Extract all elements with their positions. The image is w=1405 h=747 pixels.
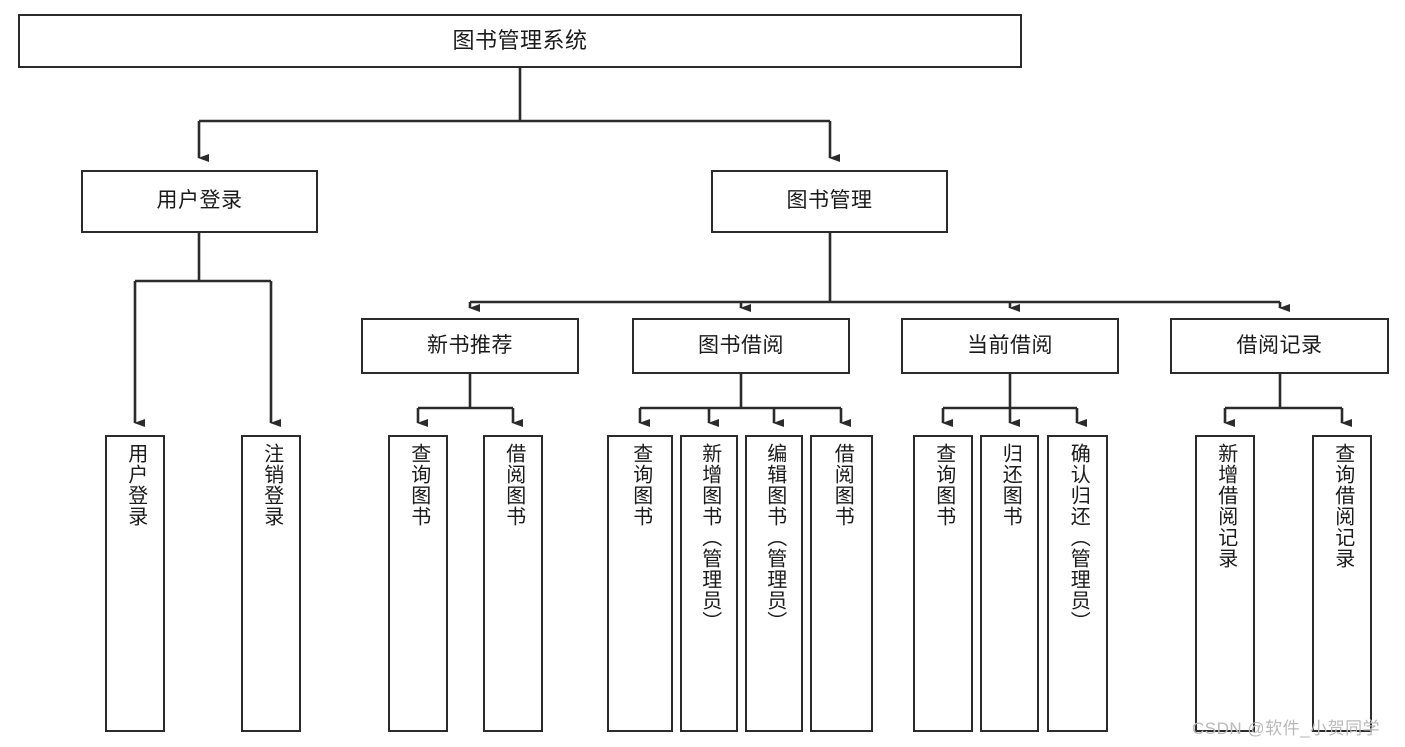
leaf-label: 编辑图书（管理员） <box>763 443 786 632</box>
leaf-book-borrow-query[interactable]: 查询图书 <box>607 435 673 732</box>
leaf-label: 借阅图书 <box>502 443 525 527</box>
leaf-current-borrow-confirm-return[interactable]: 确认归还（管理员） <box>1047 435 1108 732</box>
leaf-book-borrow-edit[interactable]: 编辑图书（管理员） <box>745 435 803 732</box>
leaf-label: 查询图书 <box>629 443 652 527</box>
leaf-label: 查询图书 <box>932 443 955 527</box>
leaf-book-borrow-lend[interactable]: 借阅图书 <box>810 435 873 732</box>
leaf-current-borrow-return[interactable]: 归还图书 <box>980 435 1039 732</box>
node-new-book-recommend[interactable]: 新书推荐 <box>361 318 579 374</box>
leaf-label: 新增图书（管理员） <box>698 443 721 632</box>
node-book-borrow[interactable]: 图书借阅 <box>632 318 850 374</box>
leaf-label: 确认归还（管理员） <box>1067 443 1090 632</box>
leaf-label: 新增借阅记录 <box>1214 443 1237 569</box>
leaf-user-login-signin[interactable]: 用户登录 <box>105 435 165 732</box>
leaf-new-book-query[interactable]: 查询图书 <box>388 435 448 732</box>
leaf-borrow-record-query[interactable]: 查询借阅记录 <box>1312 435 1372 732</box>
watermark-text: CSDN @软件_小贺同学 <box>1192 719 1381 738</box>
leaf-new-book-borrow[interactable]: 借阅图书 <box>483 435 543 732</box>
leaf-label: 查询借阅记录 <box>1331 443 1354 569</box>
node-borrow-record[interactable]: 借阅记录 <box>1170 318 1389 374</box>
node-book-management[interactable]: 图书管理 <box>711 170 948 233</box>
leaf-label: 用户登录 <box>124 443 147 527</box>
leaf-current-borrow-query[interactable]: 查询图书 <box>913 435 973 732</box>
node-user-login[interactable]: 用户登录 <box>81 170 318 233</box>
leaf-borrow-record-add[interactable]: 新增借阅记录 <box>1195 435 1255 732</box>
leaf-label: 归还图书 <box>999 443 1022 527</box>
leaf-label: 注销登录 <box>260 443 283 527</box>
node-current-borrow[interactable]: 当前借阅 <box>901 318 1119 374</box>
leaf-label: 查询图书 <box>407 443 430 527</box>
leaf-label: 借阅图书 <box>831 443 854 527</box>
leaf-book-borrow-add[interactable]: 新增图书（管理员） <box>680 435 738 732</box>
leaf-user-login-signout[interactable]: 注销登录 <box>241 435 301 732</box>
node-root-system[interactable]: 图书管理系统 <box>18 14 1022 68</box>
